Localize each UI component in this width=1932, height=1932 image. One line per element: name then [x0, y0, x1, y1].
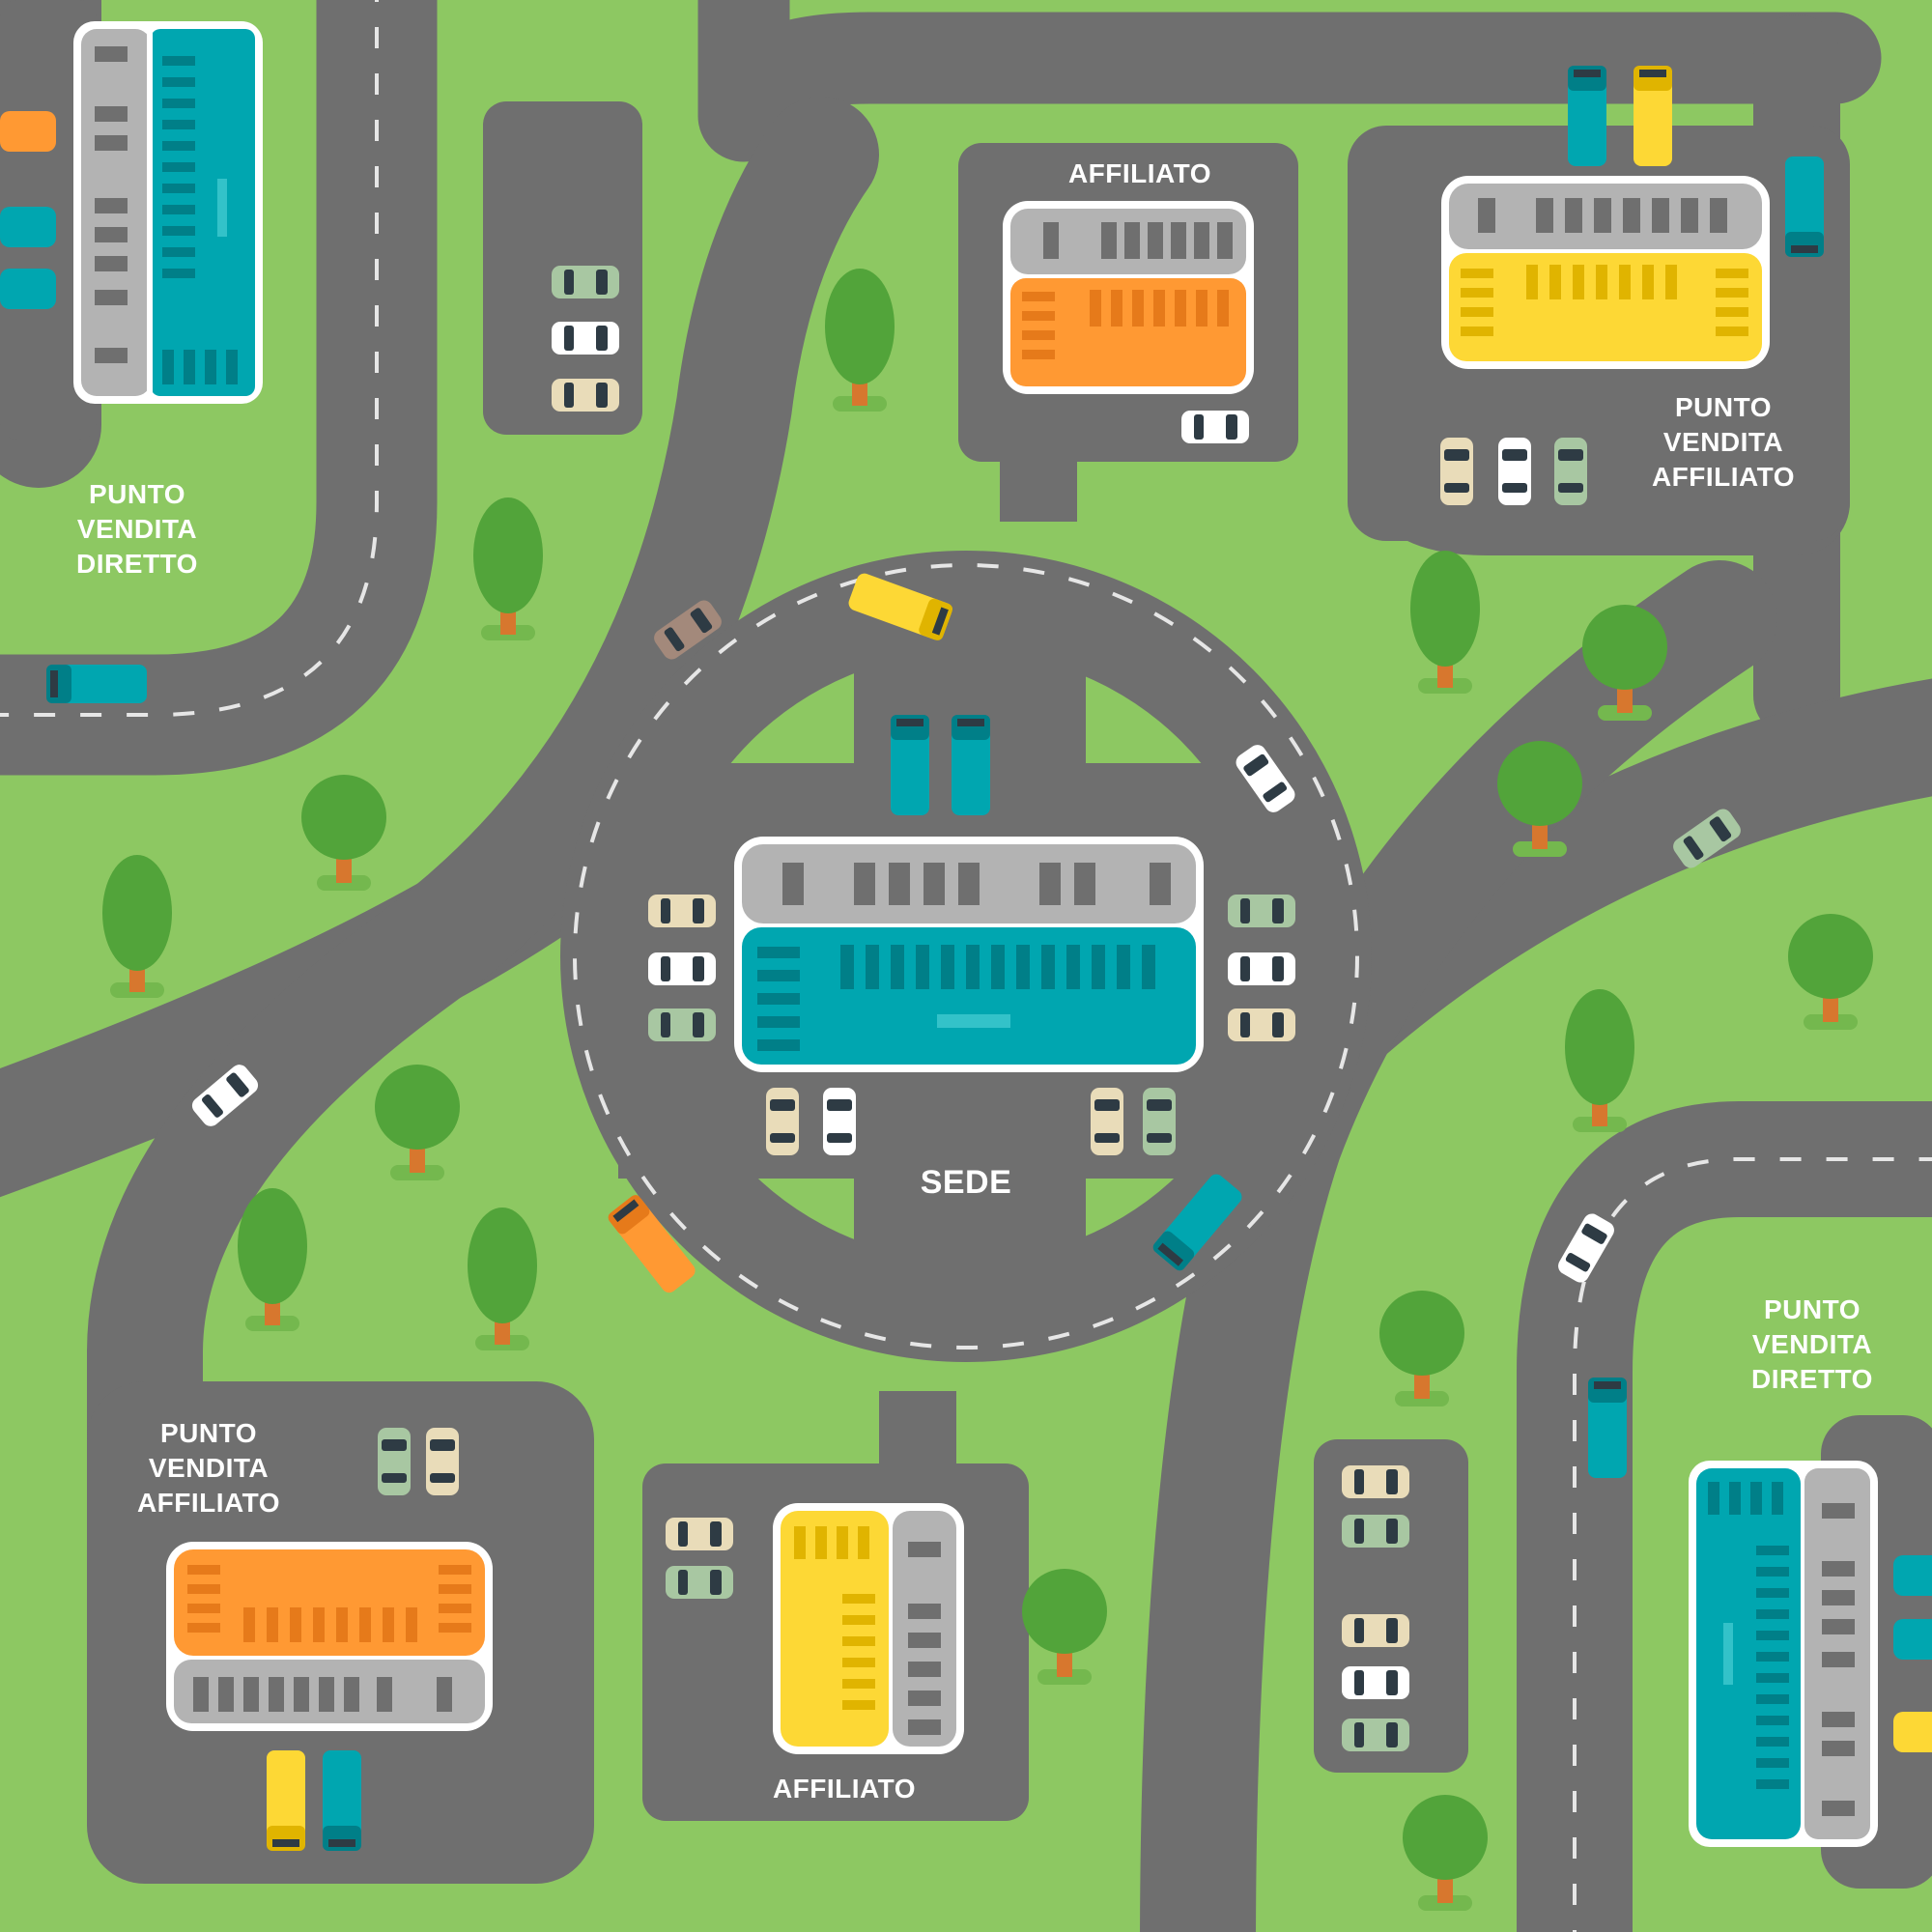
building-bottom-right [1689, 1461, 1878, 1847]
building-sede [734, 837, 1204, 1072]
label-sede: SEDE [920, 1164, 1012, 1201]
building-top-right [1441, 176, 1770, 369]
building-affiliato-bottom [773, 1503, 964, 1754]
label-affiliato-top: AFFILIATO [1067, 158, 1212, 188]
edge-vehicles [0, 111, 1932, 1752]
building-bottom-left [166, 1542, 493, 1731]
label-punto-vendita-diretto-top-left: PUNTO VENDITA DIRETTO [76, 479, 198, 579]
label-punto-vendita-diretto-bottom-right: PUNTO VENDITA DIRETTO [1751, 1294, 1873, 1394]
building-top-left [73, 21, 263, 404]
label-punto-vendita-affiliato-top-right: PUNTO VENDITA AFFILIATO [1651, 392, 1796, 492]
label-punto-vendita-affiliato-bottom-left: PUNTO VENDITA AFFILIATO [136, 1418, 281, 1518]
building-affiliato-top [1003, 201, 1254, 394]
label-affiliato-bottom: AFFILIATO [772, 1774, 917, 1804]
